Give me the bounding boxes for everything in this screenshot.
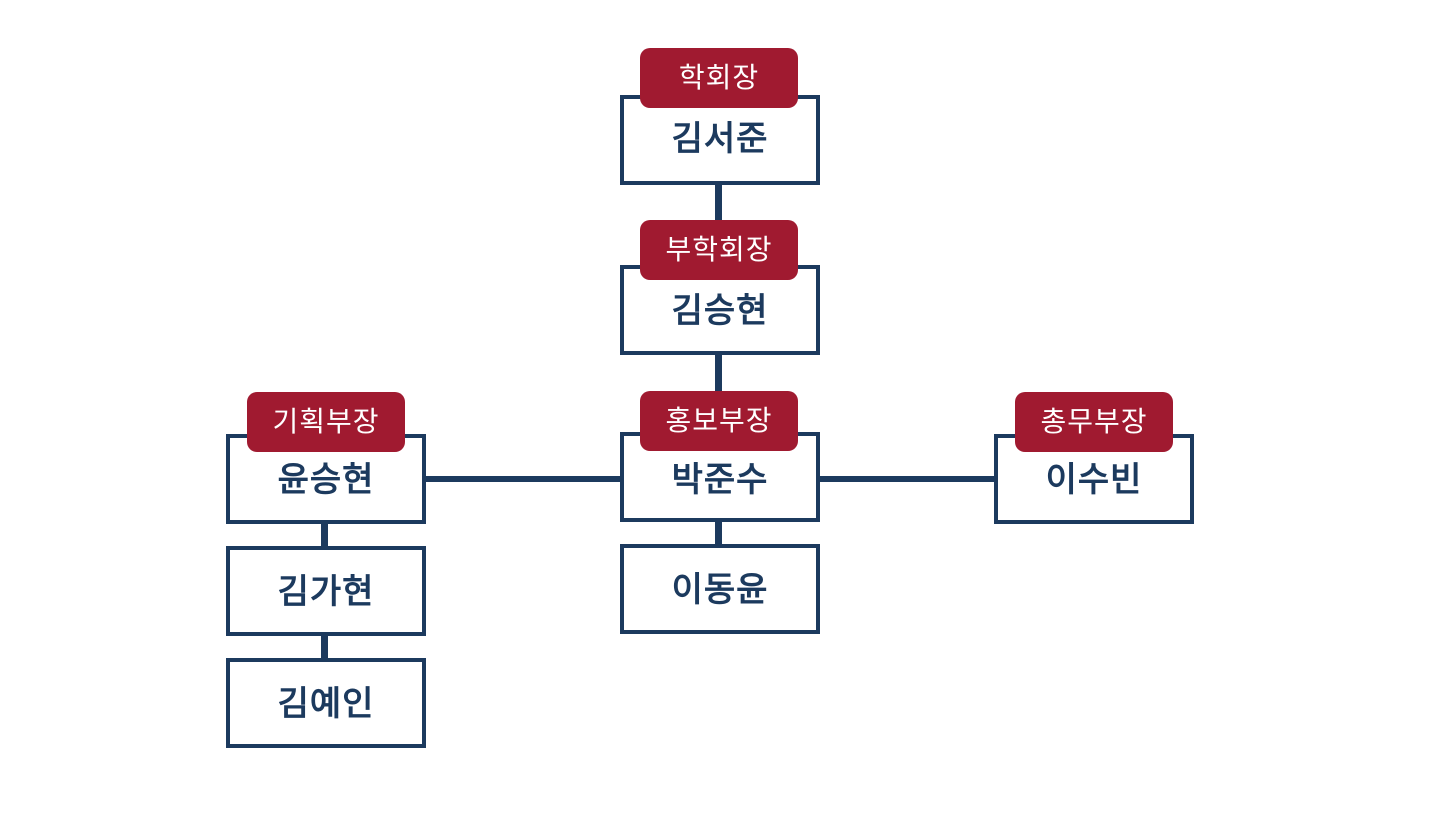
president-role-badge: 학회장 bbox=[640, 48, 798, 108]
connector-planning-member-2 bbox=[321, 634, 328, 661]
vice-president-name: 김승현 bbox=[671, 291, 769, 331]
general-affairs-role-badge: 총무부장 bbox=[1015, 392, 1173, 452]
connector-pr-member bbox=[715, 521, 722, 547]
pr-member-node: 이동윤 bbox=[620, 544, 820, 634]
planning-role-badge: 기획부장 bbox=[247, 392, 405, 452]
connector-pr-general-affairs bbox=[818, 476, 996, 482]
planning-head-name: 윤승현 bbox=[277, 460, 375, 500]
general-affairs-head-name: 이수빈 bbox=[1045, 460, 1143, 500]
president-name: 김서준 bbox=[671, 119, 769, 159]
planning-member-name: 김가현 bbox=[277, 572, 375, 612]
pr-head-name: 박준수 bbox=[671, 460, 769, 500]
president-node: 김서준 bbox=[620, 95, 820, 185]
planning-member-node: 김예인 bbox=[226, 658, 426, 748]
connector-pr-planning bbox=[424, 476, 622, 482]
pr-member-name: 이동윤 bbox=[671, 570, 769, 610]
pr-role-badge: 홍보부장 bbox=[640, 391, 798, 451]
vice-president-role-badge: 부학회장 bbox=[640, 220, 798, 280]
vice-president-node: 김승현 bbox=[620, 265, 820, 355]
planning-member-name: 김예인 bbox=[277, 684, 375, 724]
planning-member-node: 김가현 bbox=[226, 546, 426, 636]
connector-planning-member-1 bbox=[321, 521, 328, 549]
